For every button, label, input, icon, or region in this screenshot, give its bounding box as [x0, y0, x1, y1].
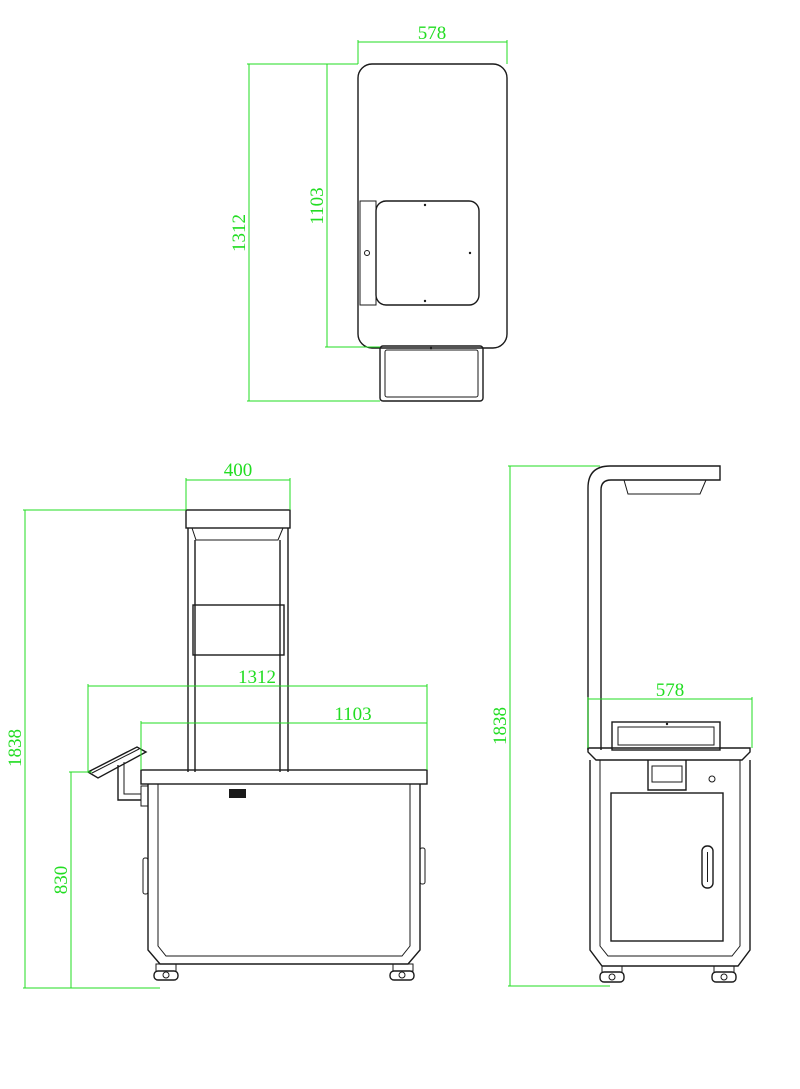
top-view-screw — [423, 299, 427, 303]
side-scale-inner — [617, 726, 715, 746]
side-door — [610, 792, 724, 942]
front-counter-top — [140, 769, 428, 785]
side-scale — [611, 721, 721, 751]
side-dim-height-total: 1838 — [490, 707, 511, 745]
top-dim-depth-body: 1103 — [307, 187, 328, 224]
side-indicator — [708, 775, 716, 783]
top-view-monitor-screen — [384, 349, 479, 398]
front-handle-right — [419, 847, 426, 885]
side-column — [587, 465, 721, 750]
front-dim-width-body: 1103 — [334, 704, 371, 725]
side-cabinet — [589, 760, 751, 967]
top-dim-width: 578 — [418, 23, 447, 44]
side-dim-width: 578 — [656, 680, 685, 701]
front-dim-height-total: 1838 — [5, 729, 26, 767]
front-wheel-left — [153, 963, 179, 981]
side-counter-top — [587, 747, 751, 761]
top-view-knob — [364, 250, 370, 256]
front-side-monitor — [86, 746, 149, 807]
side-view: 1838 578 — [490, 465, 753, 987]
top-dim-depth-total: 1312 — [229, 214, 250, 252]
top-view-screw — [423, 203, 427, 207]
side-cabinet-inner — [599, 760, 741, 957]
side-hood-lamp — [623, 479, 707, 495]
side-wheel-left — [599, 965, 625, 983]
front-handle-left — [142, 857, 149, 895]
top-view-panel-flange — [359, 200, 377, 306]
top-view-body — [357, 63, 508, 349]
side-scale-dot — [665, 722, 669, 726]
front-wheel-right — [389, 963, 415, 981]
top-view-panel — [375, 200, 480, 306]
front-cabinet — [147, 784, 421, 965]
front-dim-column-width: 400 — [224, 460, 253, 481]
front-view: 400 1838 1312 1103 830 — [5, 460, 428, 989]
top-view-monitor — [379, 345, 484, 402]
front-column-screen — [192, 604, 285, 656]
front-cabinet-inner — [157, 784, 411, 957]
top-view-camera-dot — [429, 346, 433, 350]
side-bracket-plate — [651, 765, 683, 783]
front-badge — [229, 789, 246, 798]
side-door-handle — [701, 845, 714, 889]
top-view: 578 1312 1103 — [229, 23, 508, 402]
front-hood-lamp — [191, 527, 284, 541]
front-dim-width-total: 1312 — [238, 667, 276, 688]
side-bracket — [647, 760, 687, 791]
top-view-screw — [468, 251, 472, 255]
front-dim-counter-height: 830 — [51, 866, 72, 895]
front-hood — [185, 509, 291, 529]
side-wheel-right — [711, 965, 737, 983]
